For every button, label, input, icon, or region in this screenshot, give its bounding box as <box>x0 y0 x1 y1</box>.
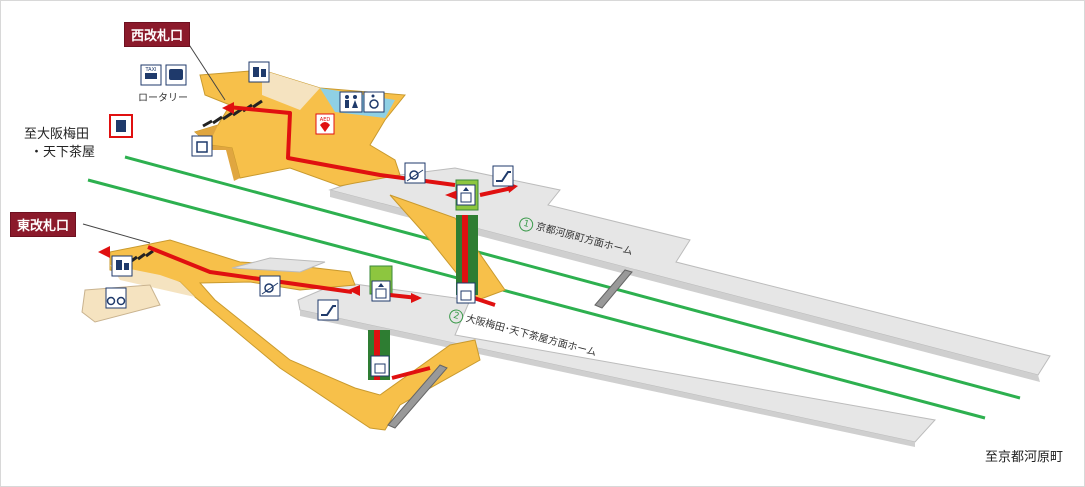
rotary-label: ロータリー <box>138 93 188 104</box>
elevator-icon-1-bottom <box>456 282 476 304</box>
bicycle-parking-icon <box>105 287 127 309</box>
coin-locker-icon <box>109 114 133 138</box>
west-gate-label: 西改札口 <box>124 22 191 47</box>
elevator-icon-2-bottom <box>370 355 390 377</box>
aed-icon: AED <box>315 113 335 135</box>
elevator-icon-2-top <box>371 280 391 302</box>
track-1 <box>124 155 1021 400</box>
destination-kyoto: 至京都河原町 <box>985 450 1064 465</box>
bus-icon <box>165 64 187 86</box>
ticket-vending-icon-east <box>111 255 133 277</box>
elevator-icon-1-top <box>456 184 476 206</box>
east-gate-pointer <box>82 223 151 244</box>
toilet-icon <box>339 91 363 113</box>
wheelchair-icon <box>363 91 385 113</box>
track-2 <box>87 178 986 420</box>
destination-osaka-line1: 至大阪梅田 <box>24 127 90 142</box>
wheelchair-ramp-icon-east <box>259 275 281 297</box>
svg-text:TAXI: TAXI <box>145 67 157 73</box>
route-arrows <box>98 102 518 303</box>
wheelchair-ramp-icon-west <box>404 162 426 184</box>
escalator-icon-west <box>492 165 514 187</box>
destination-osaka-line2: ・天下茶屋 <box>30 145 96 160</box>
svg-text:AED: AED <box>320 117 331 123</box>
taxi-icon: TAXI <box>140 64 162 86</box>
escalator-stairs <box>387 269 633 429</box>
west-gate-pointer <box>185 39 226 101</box>
east-gate-label: 東改札口 <box>10 212 77 237</box>
ticket-vending-icon <box>248 61 270 83</box>
shop-icon <box>191 135 213 157</box>
escalator-icon-east <box>317 299 339 321</box>
